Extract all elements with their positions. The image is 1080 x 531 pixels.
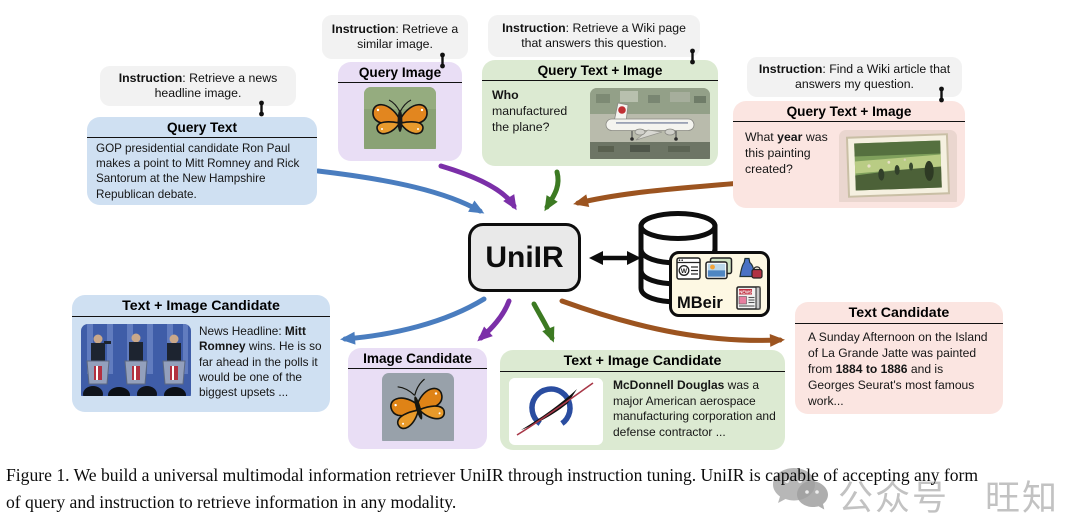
newspaper-icon: NEWS	[736, 286, 761, 310]
instruction-bubble-wiki-page: Instruction: Retrieve a Wiki page that a…	[488, 15, 700, 57]
instruction-text: Instruction: Retrieve a Wiki page that a…	[502, 20, 686, 50]
monarch-butterfly-spread-photo	[381, 373, 454, 446]
connector-pin-icon	[440, 52, 445, 69]
query-painting-panel: Query Text + Image What year was this pa…	[733, 101, 965, 208]
debate-stage-photo	[81, 324, 191, 401]
instruction-text: Instruction: Retrieve a news headline im…	[118, 70, 278, 100]
arrow-uniir-to-news-candidate	[340, 296, 487, 345]
mbeir-label: MBeir	[677, 293, 723, 312]
arrow-query-plane-to-uniir	[544, 169, 561, 212]
aero-candidate-text: McDonnell Douglas was a major American a…	[613, 378, 776, 439]
panel-title: Text + Image Candidate	[500, 350, 785, 372]
panel-title: Query Text + Image	[482, 60, 718, 81]
news-candidate-text: News Headline: Mitt Romney wins. He is s…	[199, 324, 322, 400]
news-candidate-panel: Text + Image Candidate	[72, 295, 330, 412]
arrow-uniir-to-aero-candidate	[531, 301, 555, 343]
connector-pin-icon	[939, 86, 944, 103]
connector-pin-icon	[259, 100, 264, 117]
instruction-text: Instruction: Find a Wiki article that an…	[758, 61, 951, 91]
text-candidate-panel: Text Candidate A Sunday Afternoon on the…	[795, 302, 1003, 414]
mbeir-dataset-badge: W MBeir	[669, 251, 770, 317]
image-candidate-panel: Image Candidate	[348, 348, 487, 449]
wiki-page-icon: W	[676, 257, 701, 280]
connector-pin-icon	[690, 48, 695, 65]
mcdonnell-douglas-logo	[509, 378, 603, 445]
caption-line-2: of query and instruction to retrieve inf…	[6, 492, 457, 512]
uniir-label: UniIR	[485, 240, 564, 274]
instruction-text: Instruction: Retrieve a similar image.	[331, 21, 459, 51]
query-plane-panel: Query Text + Image Who manufactured the …	[482, 60, 718, 166]
instruction-bubble-similar-image: Instruction: Retrieve a similar image.	[322, 15, 468, 59]
panel-title: Text + Image Candidate	[72, 295, 330, 317]
photo-stack-icon	[705, 257, 733, 280]
aero-candidate-panel: Text + Image Candidate McDonnell Douglas…	[500, 350, 785, 450]
chat-bubbles-icon	[773, 468, 828, 510]
panel-title: Image Candidate	[348, 348, 487, 369]
arrow-uniir-to-image-candidate	[477, 298, 512, 342]
query-image-panel: Query Image	[338, 62, 462, 161]
svg-text:NEWS: NEWS	[739, 289, 752, 294]
uniir-model-node: UniIR	[468, 223, 581, 292]
instruction-bubble-news: Instruction: Retrieve a news headline im…	[100, 66, 296, 106]
svg-text:W: W	[681, 268, 688, 275]
airliner-airport-photo	[590, 88, 710, 164]
panel-title: Text Candidate	[795, 302, 1003, 324]
query-painting-text: What year was this painting created?	[745, 130, 828, 176]
panel-title: Query Text	[87, 117, 317, 138]
query-text-body: GOP presidential candidate Ron Paul make…	[96, 142, 300, 201]
instruction-bubble-wiki-article: Instruction: Find a Wiki article that an…	[747, 57, 962, 97]
query-plane-text: Who manufactured the plane?	[492, 88, 568, 134]
arrow-query-text-to-uniir	[315, 168, 485, 214]
panel-title: Query Image	[338, 62, 462, 83]
arrow-query-image-to-uniir	[438, 163, 517, 211]
query-text-panel: Query Text GOP presidential candidate Ro…	[87, 117, 317, 205]
figure-caption: Figure 1. We build a universal multimoda…	[6, 462, 1076, 516]
monarch-butterfly-photo	[364, 87, 436, 154]
watermark-text-left: 公众号	[838, 479, 950, 518]
fashion-icon	[739, 257, 763, 279]
text-candidate-body: A Sunday Afternoon on the Island of La G…	[808, 330, 988, 409]
caption-line-1: Figure 1. We build a universal multimoda…	[6, 465, 979, 485]
panel-title: Query Text + Image	[733, 101, 965, 122]
framed-seurat-painting-photo	[839, 130, 957, 207]
